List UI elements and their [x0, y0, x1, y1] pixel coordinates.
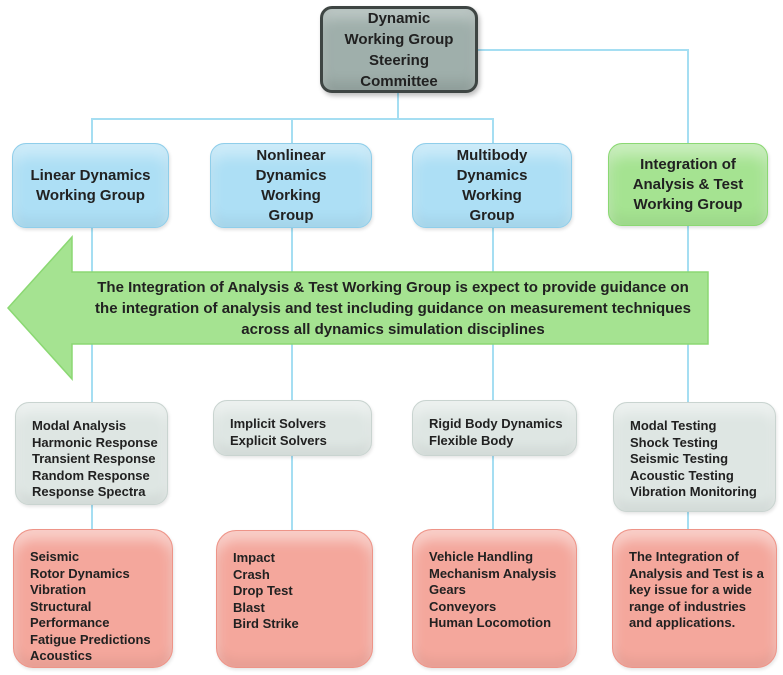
list-item: Random Response [32, 467, 150, 483]
connector-integration-applications [687, 511, 689, 533]
group-label-multibody: Multibody Dynamics Working Group [456, 146, 528, 224]
list-item: Vehicle Handling [429, 549, 534, 564]
list-item: Drop Test [233, 583, 293, 598]
group-node-linear: Linear Dynamics Working Group [12, 143, 169, 228]
list-item: Impact [233, 550, 275, 565]
list-item: Rotor Dynamics [30, 565, 130, 581]
applications-box-integration: The Integration of Analysis and Test is … [612, 529, 777, 668]
group-node-nonlinear: Nonlinear Dynamics Working Group [210, 143, 372, 228]
connector-horizontal-integration [478, 49, 689, 51]
guidance-arrow-shape [6, 235, 709, 381]
list-item: Mechanism Analysis [429, 565, 557, 581]
list-item: Blast [233, 599, 265, 615]
list-item: Flexible Body [429, 432, 514, 448]
list-item: Conveyors [429, 598, 497, 614]
list-item: Transient Response [32, 451, 156, 466]
connector-stub-nonlinear [291, 118, 293, 144]
guidance-arrow [6, 235, 709, 381]
list-item: Vibration Monitoring [630, 484, 757, 499]
list-item: Performance [30, 615, 110, 630]
list-item: Seismic Testing [630, 451, 729, 466]
list-item: Modal Testing [630, 418, 717, 433]
list-item: Acoustics [30, 648, 93, 663]
list-item: Bird Strike [233, 616, 299, 631]
group-label-nonlinear: Nonlinear Dynamics Working Group [255, 146, 327, 224]
connector-committee-down [397, 92, 399, 119]
list-item: Shock Testing [630, 434, 718, 450]
list-item: Rigid Body Dynamics [429, 416, 563, 431]
list-item: Human Locomotion [429, 615, 552, 630]
connector-stub-linear [91, 118, 93, 144]
connector-stub-multibody [492, 118, 494, 144]
connector-stub-integration [687, 49, 689, 144]
steering-committee-label: Dynamic Working Group Steering Committee [344, 9, 454, 90]
list-item: Response Spectra [32, 484, 146, 499]
guidance-arrow-text: The Integration of Analysis & Test Worki… [95, 278, 691, 338]
steering-committee-node: Dynamic Working Group Steering Committee [320, 6, 478, 93]
list-item: The Integration of Analysis and Test is … [629, 549, 764, 630]
group-node-multibody: Multibody Dynamics Working Group [412, 143, 572, 228]
list-item: Crash [233, 566, 270, 582]
list-item: Acoustic Testing [630, 467, 734, 483]
group-label-linear: Linear Dynamics Working Group [30, 166, 151, 204]
connector-multibody-applications [492, 455, 494, 531]
group-node-integration: Integration of Analysis & Test Working G… [608, 143, 768, 226]
group-label-integration: Integration of Analysis & Test Working G… [632, 155, 744, 213]
list-item: Modal Analysis [32, 418, 127, 433]
list-item: Fatigue Predictions [30, 631, 151, 647]
list-item: Seismic [30, 549, 80, 564]
list-item: Harmonic Response [32, 434, 158, 450]
connector-linear-applications [91, 504, 93, 530]
list-item: Structural [30, 598, 92, 614]
connector-nonlinear-applications [291, 455, 293, 531]
list-item: Explicit Solvers [230, 432, 327, 448]
list-item: Implicit Solvers [230, 416, 327, 431]
list-item: Vibration [30, 582, 87, 597]
list-item: Gears [429, 582, 466, 597]
